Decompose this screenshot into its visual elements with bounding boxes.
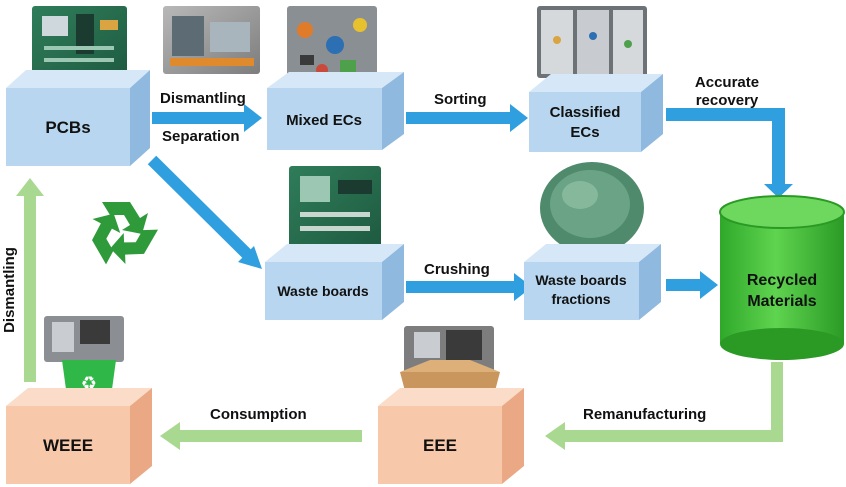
arrow-pcbs-to-mixed-ecs xyxy=(152,104,262,132)
label-dismantling: Dismantling xyxy=(160,90,246,107)
waste-fractions-label-line2: fractions xyxy=(551,291,610,307)
eee-label: EEE xyxy=(423,436,457,455)
mixed-ecs-label: Mixed ECs xyxy=(286,112,362,129)
arrow-classified-to-recycled xyxy=(666,108,793,198)
node-classified-ecs: Classified ECs xyxy=(529,74,663,152)
node-waste-boards: Waste boards xyxy=(265,244,404,320)
waste-fractions-label-line1: Waste boards xyxy=(535,272,626,288)
arrow-pcbs-to-waste-boards xyxy=(147,155,262,269)
mixed-components-photo xyxy=(287,6,377,82)
pcb-photo xyxy=(32,6,127,82)
arrow-fractions-to-recycled xyxy=(666,271,718,299)
label-sorting: Sorting xyxy=(434,91,487,108)
classified-components-photo xyxy=(537,6,647,78)
label-crushing: Crushing xyxy=(424,261,490,278)
classified-ecs-label-line1: Classified xyxy=(550,104,621,121)
pcbs-label: PCBs xyxy=(45,118,90,137)
node-waste-fractions: Waste boards fractions xyxy=(524,244,661,320)
arrow-recycled-to-eee xyxy=(545,362,783,450)
arrow-weee-to-pcbs xyxy=(16,178,44,382)
node-recycled-materials: Recycled Materials xyxy=(719,195,845,360)
board-fractions-photo xyxy=(540,162,644,254)
recycle-icon xyxy=(83,202,158,270)
label-consumption: Consumption xyxy=(210,406,307,423)
weee-label: WEEE xyxy=(43,436,93,455)
recycled-label-line1: Recycled xyxy=(747,272,817,289)
node-eee: EEE xyxy=(378,388,524,484)
node-pcbs: PCBs xyxy=(6,70,150,166)
arrow-eee-to-weee xyxy=(160,422,362,450)
arrow-mixed-to-classified xyxy=(406,104,528,132)
recycled-label-line2: Materials xyxy=(747,293,816,310)
label-recovery: recovery xyxy=(696,92,759,109)
dismantling-machine-photo xyxy=(163,6,260,74)
label-separation: Separation xyxy=(162,128,240,145)
arrow-waste-to-fractions xyxy=(406,273,532,301)
node-weee: WEEE xyxy=(6,388,152,484)
label-dismantling-vertical: Dismantling xyxy=(1,247,18,333)
waste-board-photo xyxy=(289,166,381,248)
label-accurate: Accurate xyxy=(695,74,759,91)
label-remanufacturing: Remanufacturing xyxy=(583,406,706,423)
node-mixed-ecs: Mixed ECs xyxy=(267,72,404,150)
classified-ecs-label-line2: ECs xyxy=(570,124,599,141)
waste-boards-label: Waste boards xyxy=(277,283,368,299)
